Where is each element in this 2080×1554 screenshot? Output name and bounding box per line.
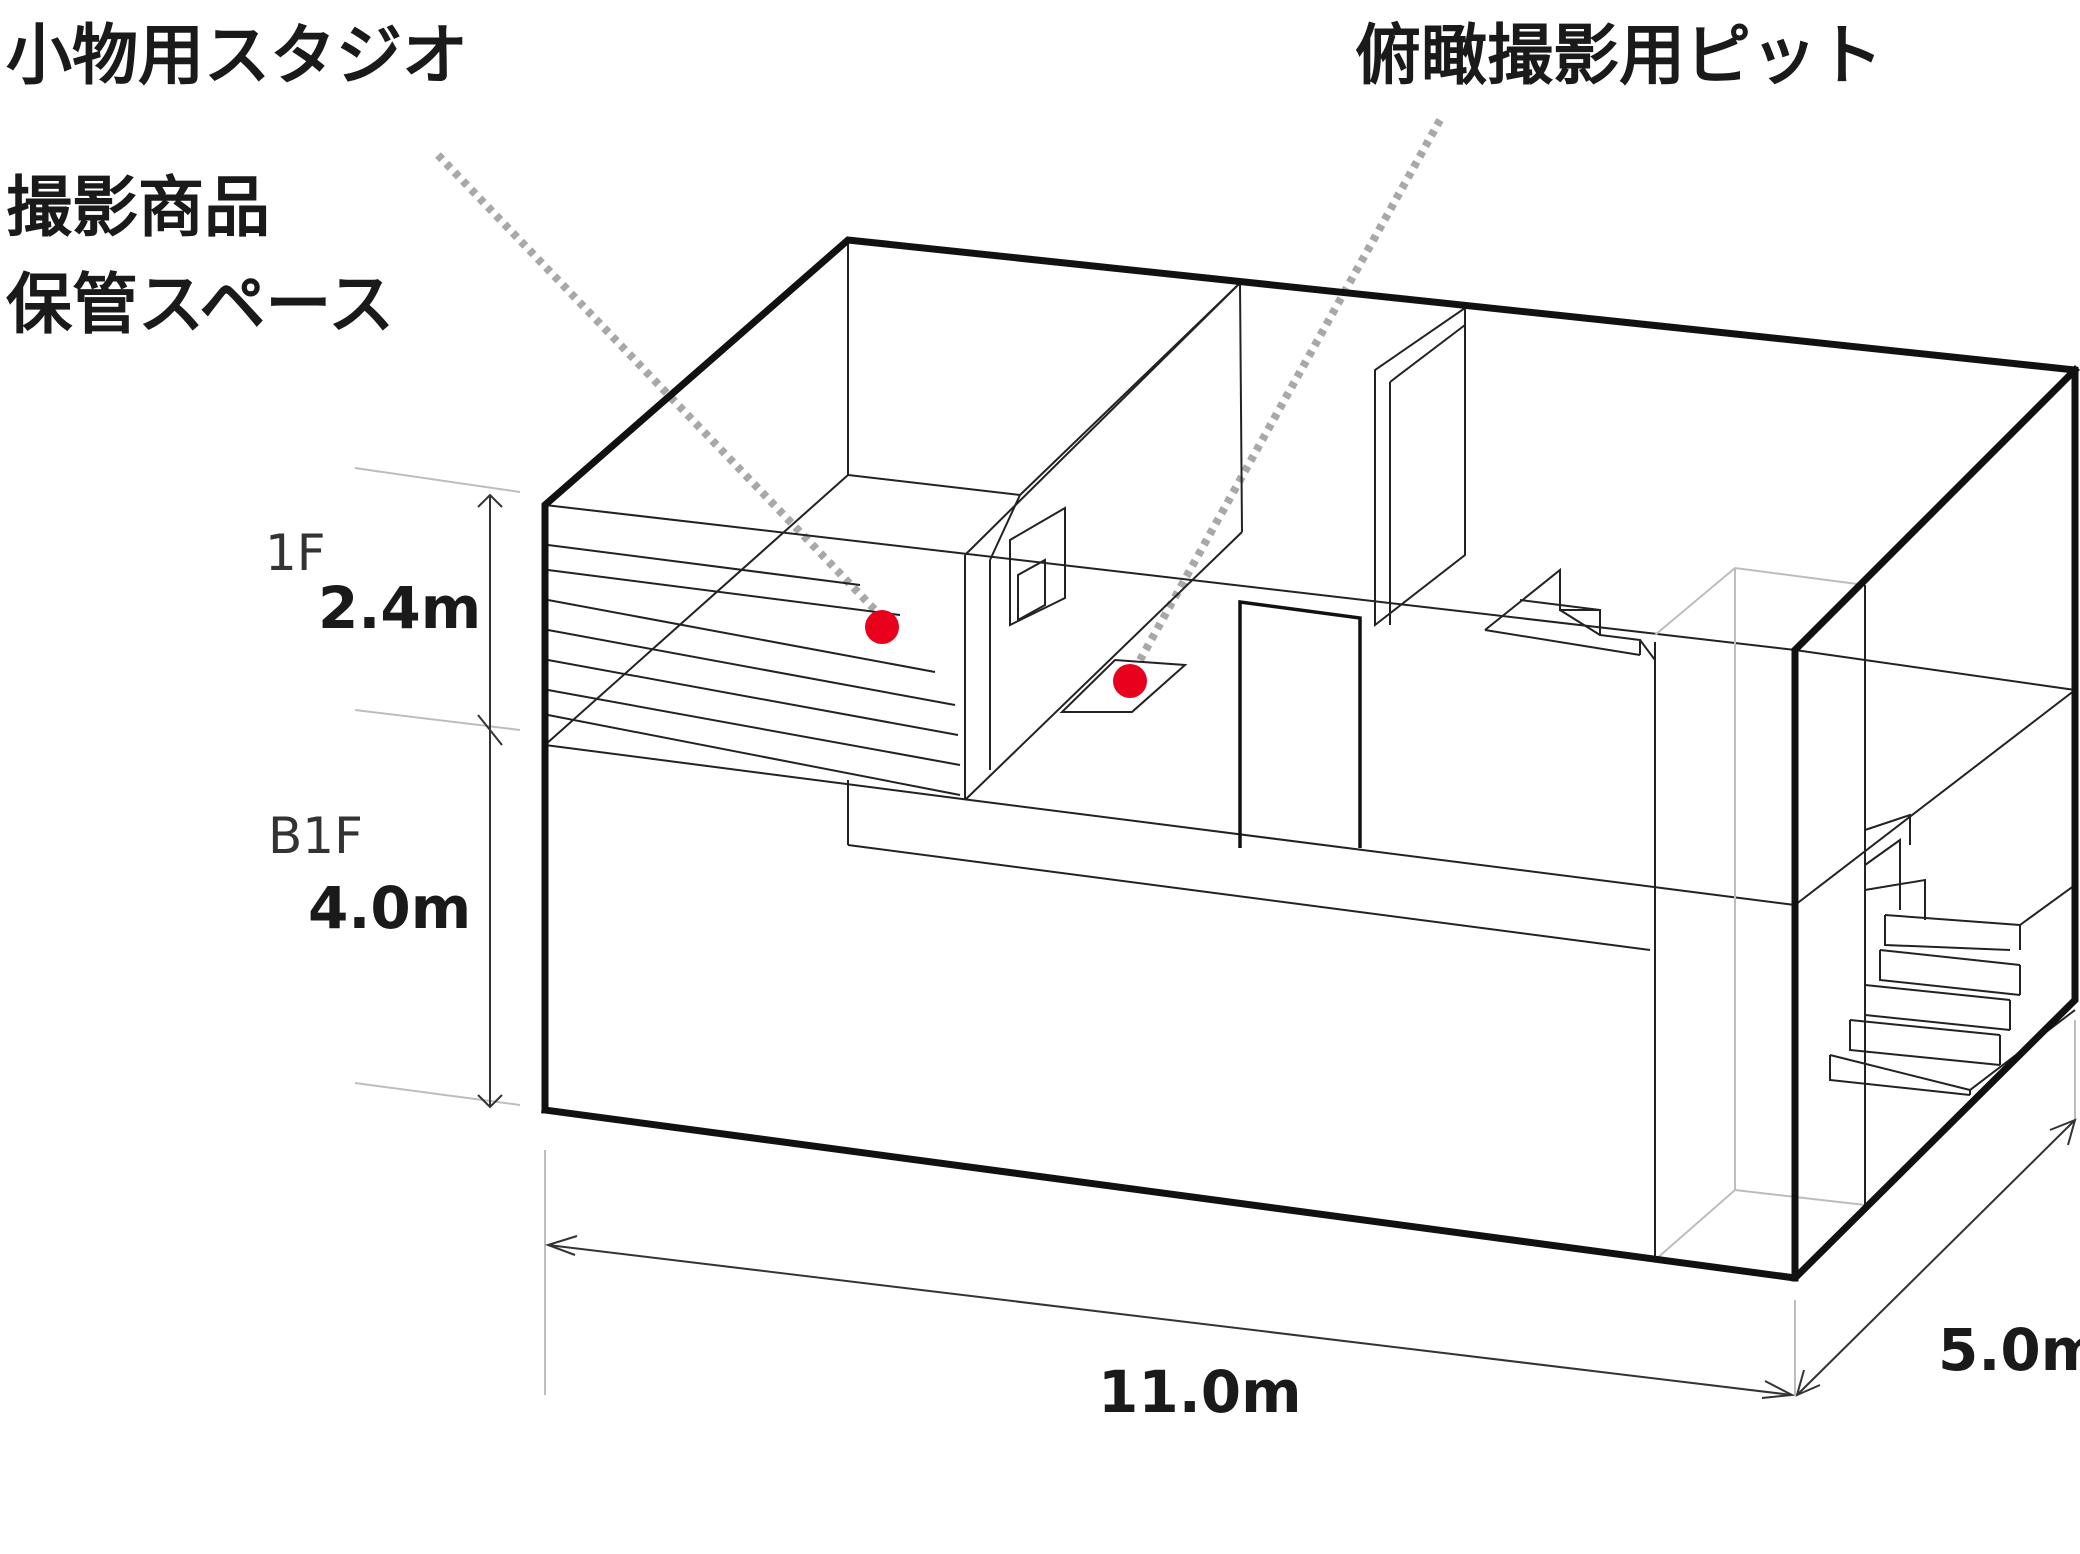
leader-studio	[435, 152, 878, 613]
partition-wall	[964, 282, 1243, 801]
lower-stair	[1829, 813, 2076, 1096]
marker-pit	[1113, 664, 1147, 698]
back-panel	[1374, 306, 1466, 628]
dimension-width: 11.0m	[1098, 1358, 1302, 1426]
door	[1238, 600, 1362, 848]
floor-upper-height: 2.4m	[318, 574, 481, 642]
dimension-lines	[354, 467, 2077, 1399]
storage-space	[544, 240, 1021, 845]
floor-division-lines	[544, 504, 2076, 951]
dimension-depth: 5.0m	[1938, 1316, 2080, 1384]
upper-stair	[1484, 567, 1656, 1260]
label-pit: 俯瞰撮影用ピット	[1355, 17, 1883, 94]
building-outline	[541, 236, 2080, 1282]
floor-lower-height: 4.0m	[308, 874, 471, 942]
marker-studio	[865, 610, 899, 644]
floor-lower-name: B1F	[268, 807, 363, 865]
vertical-shaft	[1654, 566, 1866, 1261]
overhead-pit	[1059, 658, 1188, 713]
label-storage-line2: 保管スペース	[6, 266, 394, 343]
label-studio: 小物用スタジオ	[6, 17, 468, 94]
floor-upper-name: 1F	[265, 524, 326, 582]
label-storage-line1: 撮影商品	[6, 169, 270, 246]
